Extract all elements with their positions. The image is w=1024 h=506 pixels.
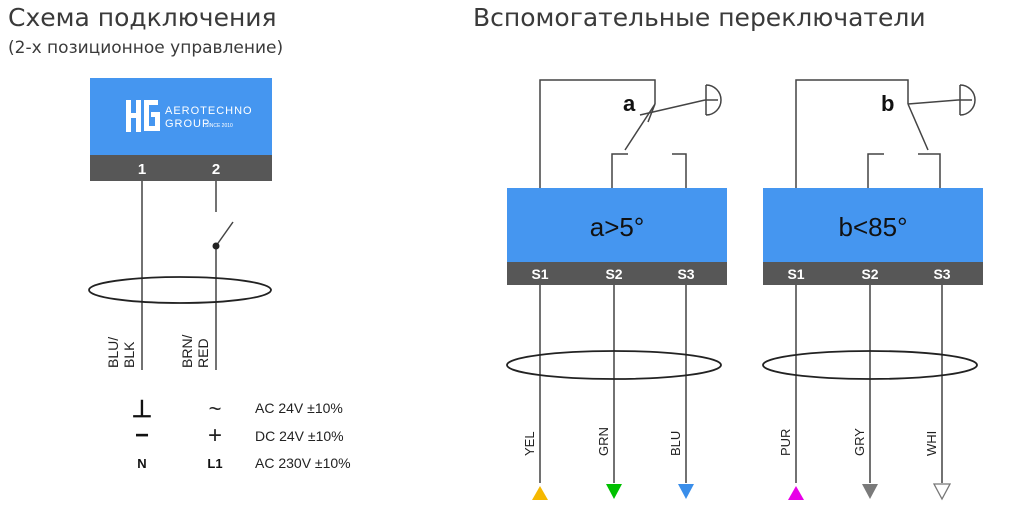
switch-b-condition: b<85°	[839, 212, 908, 242]
left-wires	[141, 181, 234, 370]
terminal-1: 1	[138, 161, 146, 178]
brand-logo: AEROTECHNO GROUP SINCE 2010	[126, 100, 253, 132]
switch-b-arrow-gry-icon	[862, 484, 878, 499]
left-subtitle: (2-х позиционное управление)	[8, 38, 283, 58]
switch-a-arrow-yel-icon	[532, 486, 548, 500]
switch-b-terminal-s2: S2	[861, 266, 878, 282]
left-cable-ellipse	[88, 276, 272, 304]
legend-text-ac230: AC 230V ±10%	[255, 455, 351, 471]
switch-b-terminal-s1: S1	[787, 266, 804, 282]
power-legend: ⊥ ~ AC 24V ±10% − + DC 24V ±10% N L1 AC …	[132, 396, 351, 471]
legend-sym-minus: −	[135, 422, 149, 449]
switch-a-arrow-grn-icon	[606, 484, 622, 499]
switch-a-terminal-s2: S2	[605, 266, 622, 282]
terminal-2: 2	[212, 161, 220, 178]
legend-text-ac24: AC 24V ±10%	[255, 400, 343, 416]
switch-b-arrow-whi-icon	[932, 483, 952, 501]
legend-sym-ground: ⊥	[132, 396, 153, 423]
wire-label-2-line1: BRN/	[179, 334, 195, 368]
legend-sym-l1: L1	[207, 456, 222, 471]
legend-sym-ac: ~	[209, 396, 222, 421]
wire-label-1-line2: BLK	[121, 341, 137, 368]
switch-a-letter: a	[623, 91, 636, 116]
switch-b-arrow-pur-icon	[788, 486, 804, 500]
switch-a-wire-grn: GRN	[596, 427, 611, 456]
legend-text-dc24: DC 24V ±10%	[255, 428, 344, 444]
switch-a-terminal-s3: S3	[677, 266, 694, 282]
switch-b-wire-whi: WHI	[924, 431, 939, 456]
logo-mark-icon	[126, 100, 160, 132]
actuator-body	[90, 78, 272, 181]
switch-a-condition: a>5°	[590, 212, 645, 242]
switch-b-wire-pur: PUR	[778, 429, 793, 456]
aux-switch-b: b b<85° S1 S2 S3 PUR GRY WHI	[762, 79, 983, 501]
switch-b-letter: b	[881, 91, 894, 116]
brand-line2: GROUP	[165, 118, 210, 130]
switch-a-pushbutton-icon	[705, 84, 722, 116]
switch-a-wire-blu: BLU	[668, 431, 683, 456]
left-title: Схема подключения	[8, 3, 277, 32]
switch-a-arrow-blu-icon	[678, 484, 694, 499]
switch-b-pushbutton-icon	[959, 84, 976, 116]
legend-sym-n: N	[137, 456, 146, 471]
legend-sym-plus: +	[208, 422, 222, 449]
switch-a-cable-ellipse	[506, 350, 722, 380]
wire-label-1-line1: BLU/	[105, 337, 121, 368]
switch-contact	[215, 221, 234, 247]
switch-b-terminal-s3: S3	[933, 266, 950, 282]
switch-b-cable-ellipse	[762, 350, 978, 380]
right-title: Вспомогательные переключатели	[473, 3, 926, 32]
brand-line1: AEROTECHNO	[165, 105, 253, 117]
switch-b-wire-gry: GRY	[852, 428, 867, 456]
aux-switch-a: a a>5° S1 S2 S3 YEL GRN BLU	[506, 79, 727, 500]
switch-a-terminal-s1: S1	[531, 266, 548, 282]
brand-since: SINCE 2010	[205, 123, 233, 129]
wire-label-2-line2: RED	[195, 338, 211, 368]
switch-a-wire-yel: YEL	[522, 431, 537, 456]
switch-pivot	[212, 242, 220, 250]
